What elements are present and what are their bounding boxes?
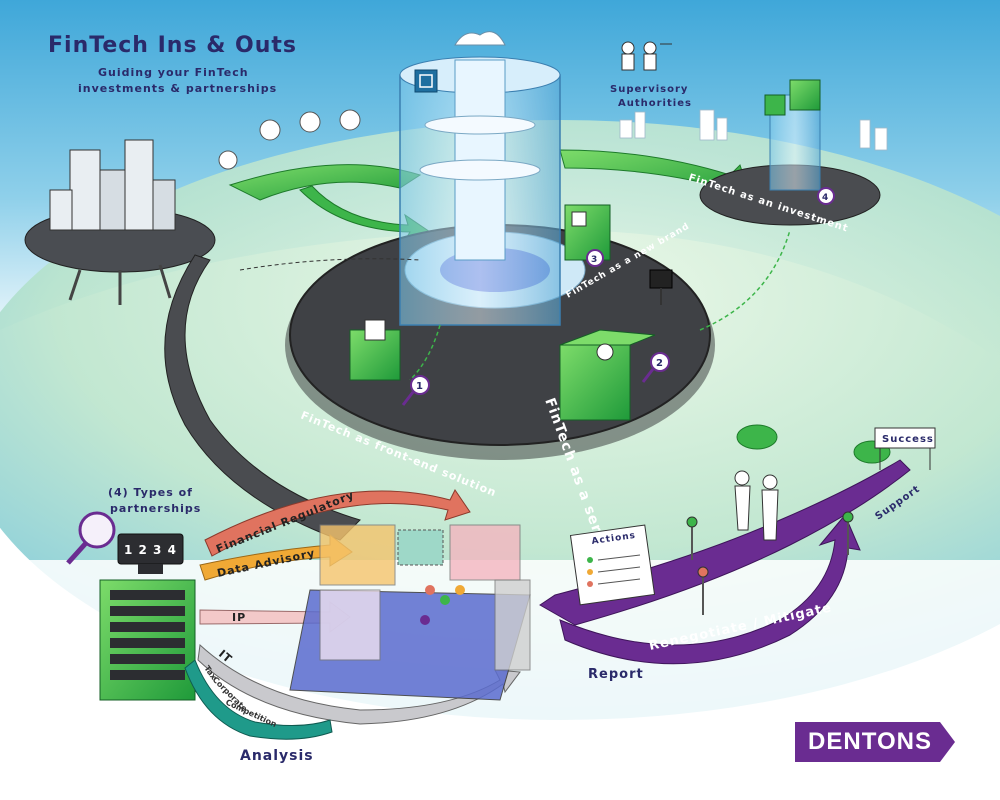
traffic-lights bbox=[686, 511, 854, 615]
logo-shape bbox=[795, 722, 955, 762]
model-3-number: 3 bbox=[591, 255, 598, 265]
dashed-connector-2 bbox=[699, 229, 791, 331]
model-1-number: 1 bbox=[416, 381, 424, 392]
model-2-number: 2 bbox=[656, 358, 664, 369]
supervisory-line1: Supervisory bbox=[610, 84, 688, 95]
success-sign bbox=[874, 427, 936, 470]
arrow-financial-regulatory bbox=[204, 489, 471, 557]
magnifier-1-icon bbox=[401, 375, 430, 406]
renegotiate-arrow bbox=[559, 514, 861, 665]
dentons-logo: DENTONS bbox=[795, 722, 955, 762]
magnifier-3-icon bbox=[586, 249, 604, 267]
model-4-platform bbox=[699, 79, 881, 226]
dashed-connector-1 bbox=[409, 324, 441, 381]
model-1-building bbox=[349, 319, 401, 381]
brand-name: DENTONS bbox=[808, 728, 932, 755]
partnership-magnifier-icon bbox=[66, 511, 116, 565]
supervisory-figures bbox=[621, 41, 672, 71]
floating-city bbox=[24, 139, 216, 305]
central-tower bbox=[399, 31, 561, 326]
dashed-connector-3 bbox=[239, 258, 421, 271]
skyline bbox=[619, 109, 888, 151]
screen-numbers: 1 2 3 4 bbox=[124, 543, 177, 557]
walking-people bbox=[734, 470, 779, 541]
subtitle-line2: investments & partnerships bbox=[78, 82, 277, 95]
speech-bubble-left bbox=[736, 424, 778, 450]
server-rack bbox=[99, 579, 196, 701]
partnerships-heading-line1: (4) Types of bbox=[108, 486, 193, 499]
arrow-label-ip: IP bbox=[232, 611, 246, 624]
magnifier-4-icon bbox=[817, 187, 835, 205]
model-3-building bbox=[564, 204, 611, 261]
magnifier-2-icon bbox=[641, 352, 670, 383]
analysis-label: Analysis bbox=[240, 748, 314, 764]
idea-icons bbox=[218, 109, 361, 170]
analysis-room bbox=[289, 524, 531, 701]
report-label: Report bbox=[588, 667, 644, 682]
model-2-building bbox=[559, 329, 656, 421]
brand-sign bbox=[649, 269, 673, 305]
arrow-tax-corporate-competition bbox=[184, 659, 333, 740]
partnerships-heading-line2: partnerships bbox=[110, 502, 201, 515]
model-4-number: 4 bbox=[822, 193, 829, 203]
arrow-it bbox=[197, 643, 521, 725]
title: FinTech Ins & Outs bbox=[48, 33, 297, 58]
actions-clipboard bbox=[569, 524, 656, 606]
subtitle-line1: Guiding your FinTech bbox=[98, 66, 249, 79]
numbers-screen bbox=[117, 533, 184, 574]
supervisory-line2: Authorities bbox=[618, 98, 692, 109]
success-label: Success bbox=[882, 434, 934, 445]
